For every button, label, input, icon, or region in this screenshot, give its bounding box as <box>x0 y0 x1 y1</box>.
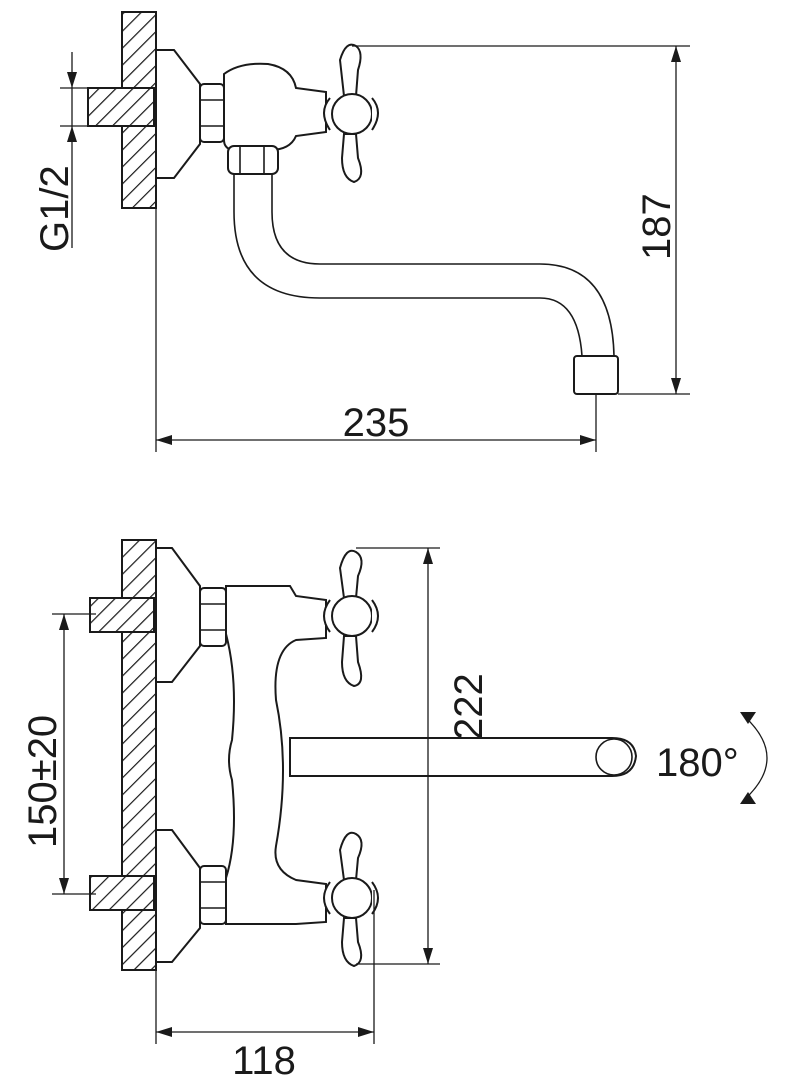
height-bottom-label: 222 <box>447 673 491 740</box>
dimension-187: 187 <box>352 45 690 395</box>
dimension-150: 150±20 <box>21 613 96 895</box>
escutcheon-top <box>155 49 201 179</box>
centers-label: 150±20 <box>21 715 65 848</box>
plan-view <box>89 539 638 971</box>
mixer-body-top <box>223 62 327 151</box>
spout-coupling-top <box>227 145 279 175</box>
dimension-118: 118 <box>155 890 375 1083</box>
rotation-label: 180° <box>656 741 739 785</box>
rotation-arc-icon <box>743 715 768 801</box>
height-top-label: 187 <box>635 193 679 260</box>
length-label: 235 <box>343 401 410 445</box>
escutcheon-lower <box>155 829 201 963</box>
thread-label: G1/2 <box>33 165 77 252</box>
nut-lower <box>199 865 227 925</box>
rotation-indicator: 180° <box>656 712 768 804</box>
nut-upper <box>199 587 227 647</box>
inlet-pipe-lower <box>89 875 155 911</box>
cross-handle-top <box>323 43 379 184</box>
side-view <box>87 11 619 395</box>
dimension-g12: G1/2 <box>33 52 96 252</box>
dimension-235: 235 <box>155 208 597 452</box>
cross-handle-upper <box>323 549 379 688</box>
inlet-pipe-upper <box>89 597 155 633</box>
escutcheon-upper <box>155 547 201 683</box>
spout-tube-outer <box>233 174 583 357</box>
spout-tube-inner <box>271 174 615 357</box>
spout-plan <box>289 737 638 777</box>
cross-handle-lower <box>323 831 379 968</box>
dimension-222: 222 <box>356 547 491 965</box>
nut-top <box>199 83 225 143</box>
aerator-top <box>573 355 619 395</box>
inlet-pipe-top <box>87 87 155 127</box>
depth-label: 118 <box>232 1039 296 1083</box>
mixer-body-plan <box>225 585 327 925</box>
